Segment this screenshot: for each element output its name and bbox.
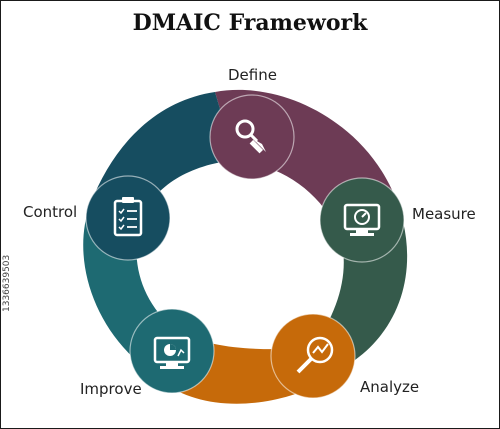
diagram-title: DMAIC Framework (132, 10, 368, 36)
stock-id-text: 1336639503 (2, 254, 12, 312)
node-measure (319, 177, 405, 263)
node-improve (129, 308, 215, 394)
stage-label-define: Define (228, 66, 277, 84)
monitor-gauge-icon (343, 203, 381, 236)
node-define (209, 94, 295, 180)
checklist-clipboard-icon (113, 197, 143, 237)
stage-label-control: Control (23, 203, 78, 221)
stage-label-measure: Measure (412, 205, 476, 223)
magnifier-pencil-icon (235, 119, 266, 154)
node-analyze (270, 313, 356, 399)
stage-label-improve: Improve (80, 380, 142, 398)
stage-label-analyze: Analyze (360, 378, 420, 396)
node-control (85, 175, 171, 261)
magnifier-chart-icon (296, 336, 334, 374)
monitor-chart-icon (153, 336, 191, 369)
